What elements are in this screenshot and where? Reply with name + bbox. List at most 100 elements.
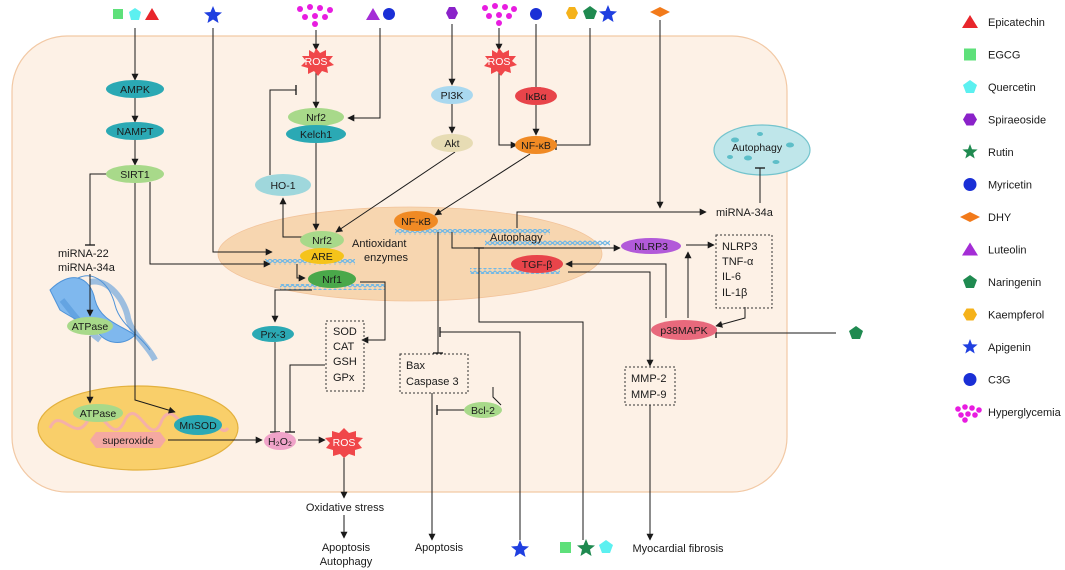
legend-label: EGCG <box>988 50 1020 62</box>
svg-text:IL-6: IL-6 <box>722 271 741 283</box>
legend-label: DHY <box>988 212 1012 224</box>
svg-text:ATPase: ATPase <box>80 408 117 420</box>
apigenin-star-icon-bottom <box>511 540 529 557</box>
svg-text:superoxide: superoxide <box>102 435 154 447</box>
svg-text:p38MAPK: p38MAPK <box>660 325 707 337</box>
pathway-connections <box>85 20 836 541</box>
node-superoxide: superoxide <box>90 432 166 448</box>
svg-text:CAT: CAT <box>333 341 354 353</box>
cytokines-box: NLRP3 TNF-α IL-6 IL-1β <box>715 234 773 309</box>
dhy-diamond-icon <box>650 7 670 17</box>
c3g-legend-icon <box>963 373 977 386</box>
legend-item: Spiraeoside <box>963 113 1046 127</box>
spiraeoside-legend-icon <box>963 113 977 126</box>
node-bcl2: Bcl-2 <box>464 402 502 418</box>
legend-item: Apigenin <box>962 339 1031 354</box>
node-akt: Akt <box>431 134 473 152</box>
svg-text:HO-1: HO-1 <box>270 180 295 192</box>
svg-text:SOD: SOD <box>333 326 357 338</box>
legend-item: Epicatechin <box>962 15 1045 29</box>
input-egcg-quercetin-epicatechin <box>113 8 159 20</box>
autophagy-cloud-label: Autophagy <box>732 142 783 154</box>
node-pi3k: PI3K <box>431 86 473 104</box>
svg-text:MMP-9: MMP-9 <box>631 389 666 401</box>
kaempferol-legend-icon <box>963 308 977 321</box>
svg-text:MMP-2: MMP-2 <box>631 373 666 385</box>
svg-text:IκBα: IκBα <box>525 91 546 103</box>
legend-item: Kaempferol <box>963 308 1044 322</box>
legend-item: Rutin <box>962 144 1014 159</box>
antioxidant-enzymes-label-1: Antioxidant <box>352 238 406 250</box>
svg-text:NLRP3: NLRP3 <box>634 241 668 253</box>
legend-label: Hyperglycemia <box>988 407 1062 419</box>
svg-text:Caspase 3: Caspase 3 <box>406 376 459 388</box>
legend-item: DHY <box>960 212 1012 224</box>
legend-label: Epicatechin <box>988 17 1045 29</box>
svg-text:Nrf2: Nrf2 <box>312 235 332 247</box>
c3g-circle-icon <box>383 8 395 20</box>
svg-text:SIRT1: SIRT1 <box>120 169 150 181</box>
node-nlrp3: NLRP3 <box>621 238 681 254</box>
node-kelch1: Kelch1 <box>286 125 346 143</box>
svg-text:GSH: GSH <box>333 356 357 368</box>
legend-item: Luteolin <box>962 242 1027 257</box>
svg-text:H₂O₂: H₂O₂ <box>268 436 292 448</box>
egcg-legend-icon <box>964 48 976 61</box>
hyperglycemia-dots-icon-2 <box>482 3 517 26</box>
svg-text:IL-1β: IL-1β <box>722 287 747 299</box>
svg-text:Akt: Akt <box>444 138 459 150</box>
input-egcg-rutin-quercetin-bottom <box>560 539 613 556</box>
antioxidant-enzymes-label-2: enzymes <box>364 252 409 264</box>
node-ros-top: ROS <box>301 48 334 76</box>
mirna-22-label: miRNA-22 <box>58 248 109 260</box>
node-p38mapk: p38MAPK <box>651 320 717 340</box>
svg-text:NLRP3: NLRP3 <box>722 241 757 253</box>
outcome-apoptosis-autophagy-1: Apoptosis <box>322 542 371 554</box>
node-ikba: IκBα <box>515 87 557 105</box>
hyperglycemia-legend-icon <box>955 404 982 423</box>
svg-text:AMPK: AMPK <box>120 84 150 96</box>
legend-item: Hyperglycemia <box>955 404 1062 423</box>
node-nampt: NAMPT <box>106 122 164 140</box>
svg-text:ROS: ROS <box>488 56 511 68</box>
svg-text:Kelch1: Kelch1 <box>300 129 332 141</box>
node-nfkb-nucleus: NF-κB <box>394 211 438 231</box>
legend-label: Quercetin <box>988 82 1036 94</box>
legend-item: C3G <box>963 373 1011 387</box>
spiraeoside-hexagon-icon <box>446 7 458 19</box>
legend-item: Naringenin <box>963 275 1041 289</box>
naringenin-pentagon-icon <box>583 6 597 19</box>
rutin-legend-icon <box>962 144 978 159</box>
legend-item: EGCG <box>964 48 1020 62</box>
autophagy-cloud <box>713 124 811 176</box>
svg-text:NAMPT: NAMPT <box>117 126 154 138</box>
naringenin-legend-icon <box>963 275 977 288</box>
svg-text:ROS: ROS <box>333 437 356 449</box>
dhy-legend-icon <box>960 212 980 222</box>
node-nrf1: Nrf1 <box>308 270 356 288</box>
svg-text:TNF-α: TNF-α <box>722 256 754 268</box>
naringenin-pentagon-icon-right <box>849 326 863 339</box>
input-kaempferol-naringenin-apigenin <box>566 5 617 22</box>
node-atpase-er: ATPase <box>67 317 113 335</box>
svg-text:TGF-β: TGF-β <box>522 259 553 271</box>
outcome-oxidative-stress: Oxidative stress <box>306 502 385 514</box>
mmp-box: MMP-2 MMP-9 <box>624 366 676 406</box>
rutin-star-icon-bottom <box>577 539 595 556</box>
egcg-square-icon-bottom <box>560 542 571 553</box>
svg-text:MnSOD: MnSOD <box>179 420 217 432</box>
node-nfkb-top: NF-κB <box>515 136 557 154</box>
svg-text:NF-κB: NF-κB <box>521 140 551 152</box>
legend-label: Spiraeoside <box>988 115 1046 127</box>
egcg-square-icon <box>113 9 123 19</box>
apigenin-star-icon <box>204 6 222 23</box>
kaempferol-hexagon-icon <box>566 7 578 19</box>
svg-text:PI3K: PI3K <box>441 90 464 102</box>
node-ros-bottom: ROS <box>325 428 363 458</box>
bax-caspase-box: Bax Caspase 3 <box>399 353 469 394</box>
outcome-apoptosis: Apoptosis <box>415 542 464 554</box>
myricetin-circle-icon <box>530 8 542 20</box>
svg-text:GPx: GPx <box>333 372 355 384</box>
svg-text:Prx-3: Prx-3 <box>260 329 285 341</box>
